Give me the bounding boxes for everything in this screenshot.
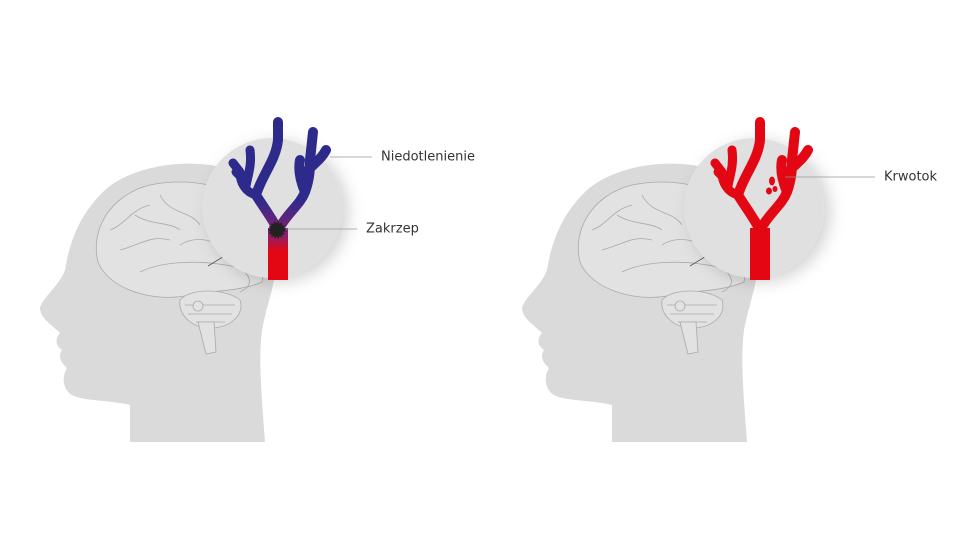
label-zakrzep: Zakrzep — [366, 221, 419, 237]
clot-icon — [268, 221, 286, 239]
label-niedotlenienie: Niedotlenienie — [381, 149, 475, 165]
panel-hemorrhagic — [522, 122, 875, 442]
blood-drops-icon — [766, 176, 778, 195]
panel-ischemic — [40, 122, 372, 442]
label-krwotok: Krwotok — [884, 169, 938, 185]
